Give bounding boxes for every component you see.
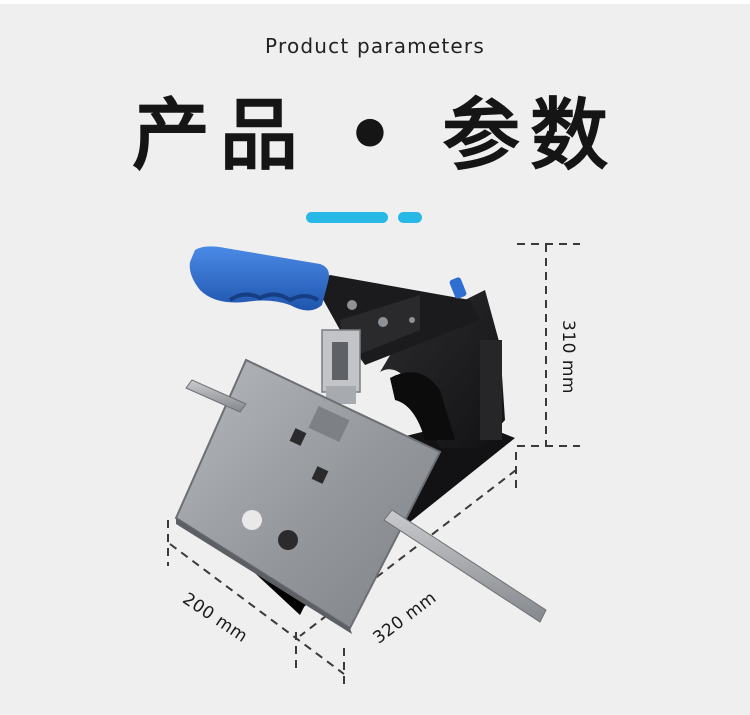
stapler-plate-edge	[176, 518, 352, 634]
arm-bolt-3	[409, 317, 415, 323]
accent-bar-short	[398, 212, 422, 223]
plate-hole-right	[278, 530, 298, 550]
plate-slot-2	[311, 466, 329, 484]
top-divider	[0, 0, 750, 4]
stapler-plate	[174, 358, 442, 630]
arm-bolt-2	[378, 317, 388, 327]
stapler-body-side	[480, 340, 502, 440]
handle-grip	[228, 292, 320, 303]
guide-rod-right	[383, 509, 547, 623]
blue-lever	[449, 277, 467, 299]
blue-handle	[189, 246, 329, 311]
guide-rod-left	[185, 379, 247, 413]
plate-slot-1	[289, 428, 307, 446]
arm-bolt-1	[347, 300, 357, 310]
section-subtitle: Product parameters	[265, 34, 485, 58]
plate-hole-left	[242, 510, 262, 530]
accent-bar-long	[306, 212, 388, 223]
height-dimension-label: 310 mm	[557, 320, 578, 394]
stapler-head-slot	[332, 342, 348, 380]
stapler-head-foot	[326, 386, 356, 404]
stapler-arch	[390, 372, 455, 440]
section-title: 产品 • 参数	[131, 91, 619, 181]
plate-slot-3	[308, 405, 350, 443]
